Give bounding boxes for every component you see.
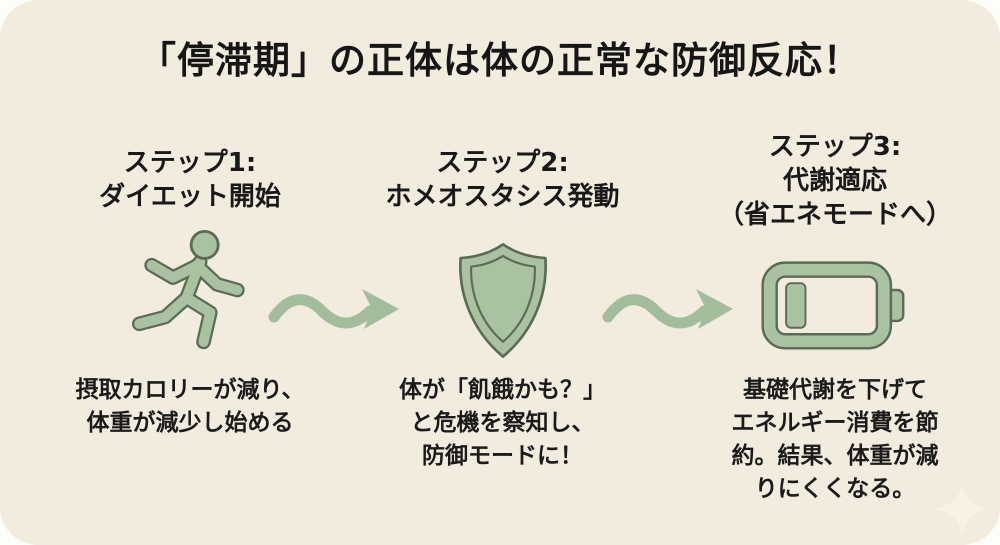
step-3-heading: ステップ3: 代謝適応 （省エネモードへ） — [717, 132, 952, 230]
step-2: ステップ2: ホメオスタシス発動 体が「飢餓かも？」 と危機を察知し、 防御モー… — [365, 0, 640, 545]
runner-icon — [131, 229, 245, 350]
step-1-icon-area — [20, 228, 360, 352]
wavy-arrow-icon — [602, 289, 733, 329]
step-3: ステップ3: 代謝適応 （省エネモードへ） 基礎代謝を下げて エネルギー消費を節… — [685, 0, 985, 545]
page-title: 「停滞期」の正体は体の正常な防御反応！ — [139, 39, 861, 82]
step-2-heading: ステップ2: ホメオスタシス発動 — [385, 148, 620, 212]
wavy-arrow-icon — [268, 289, 399, 329]
sparkle-decoration — [933, 480, 991, 542]
connector-1 — [266, 283, 401, 339]
step-1-description: 摂取カロリーが減り、 体重が減少し始める — [75, 377, 305, 436]
step-1: ステップ1: ダイエット開始 摂取 — [20, 0, 360, 545]
sparkle-icon — [934, 481, 990, 537]
step-1-heading: ステップ1: ダイエット開始 — [99, 148, 281, 212]
step-2-description: 体が「飢餓かも？」 と危機を察知し、 防御モードに！ — [399, 377, 606, 469]
shield-icon — [458, 242, 547, 358]
battery-low-icon — [761, 261, 905, 350]
step-3-description: 基礎代謝を下げて エネルギー消費を節 約。結果、体重が減 りにくくなる。 — [731, 377, 939, 502]
step-3-icon-area — [685, 256, 985, 353]
step-2-icon-area — [365, 240, 640, 362]
connector-2 — [600, 283, 735, 339]
